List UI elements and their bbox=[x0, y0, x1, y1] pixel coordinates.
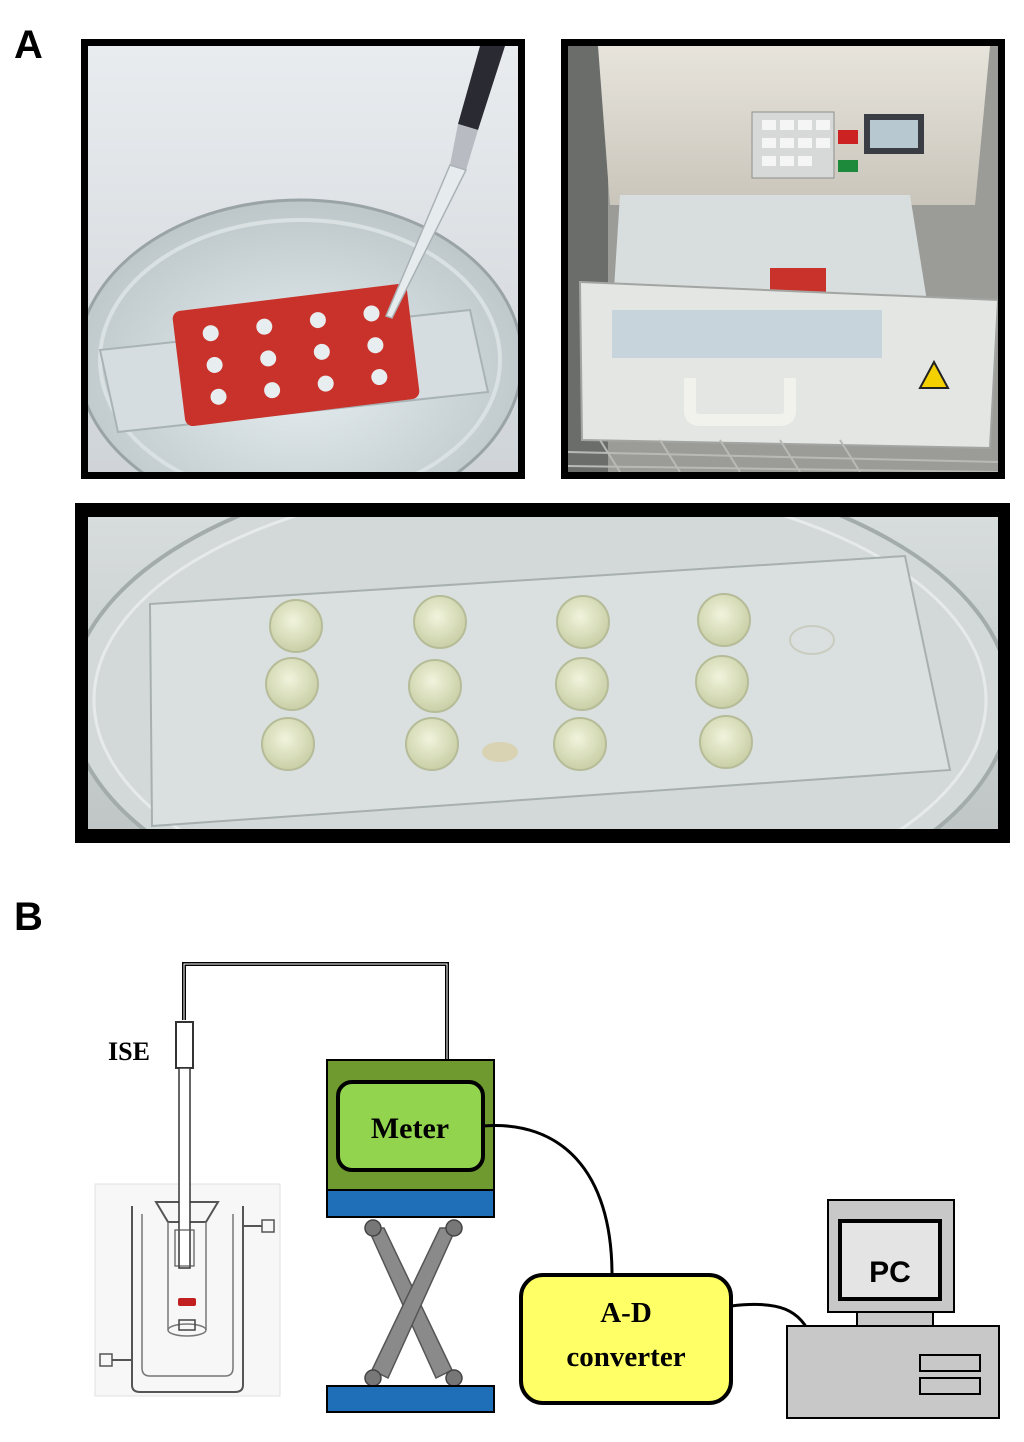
meter-converter-cable bbox=[482, 1124, 614, 1276]
stage-top bbox=[326, 1189, 495, 1218]
photo-uv-crosslinker bbox=[561, 39, 1005, 479]
disk-drive-slot bbox=[919, 1354, 981, 1372]
converter-label-line2: converter bbox=[566, 1341, 685, 1373]
panel-b-letter: B bbox=[14, 895, 43, 939]
meter-label: Meter bbox=[371, 1112, 449, 1145]
stage-base bbox=[326, 1385, 495, 1413]
hydrogel-disc-grid bbox=[261, 593, 753, 771]
drawer-handle bbox=[684, 378, 796, 426]
photo-pipetting-mold bbox=[81, 39, 525, 479]
electrode-cable bbox=[182, 962, 449, 1060]
photo-hydrogel-discs bbox=[75, 503, 1010, 843]
ad-converter: A-D converter bbox=[519, 1273, 733, 1405]
ise-electrode bbox=[174, 1021, 195, 1269]
pc-computer: PC bbox=[786, 1199, 1000, 1419]
ise-label: ISE bbox=[108, 1037, 150, 1066]
pipette bbox=[384, 46, 505, 319]
red-mold bbox=[172, 283, 420, 427]
panel-a-letter: A bbox=[14, 23, 43, 67]
pc-label: PC bbox=[869, 1256, 911, 1289]
scissor-lift bbox=[326, 1219, 495, 1413]
stir-bar-red bbox=[178, 1298, 196, 1306]
converter-label-line1: A-D bbox=[600, 1297, 652, 1329]
warning-sign bbox=[918, 359, 950, 389]
keypad bbox=[751, 111, 924, 179]
meter-device: Meter bbox=[326, 1059, 495, 1218]
disk-drive-slot bbox=[919, 1377, 981, 1395]
